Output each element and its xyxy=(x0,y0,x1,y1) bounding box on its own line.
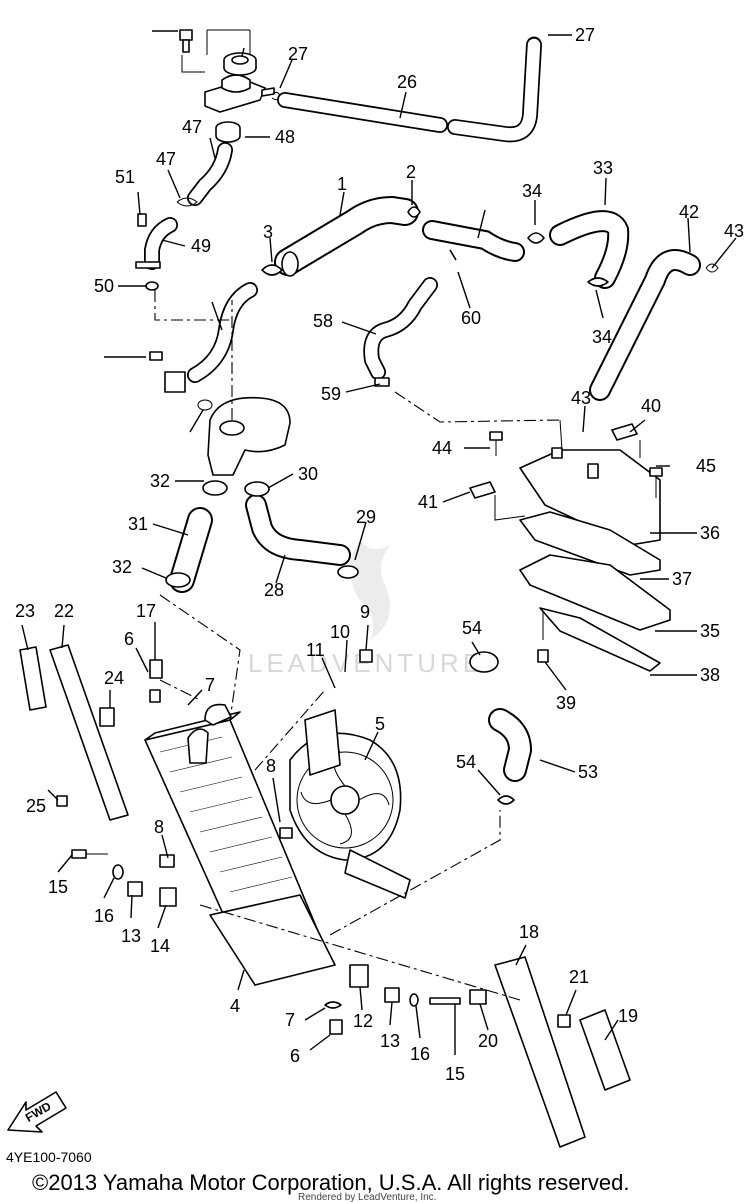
callout-52-top: 54 xyxy=(462,618,482,638)
callout-16-left: 16 xyxy=(94,906,114,926)
callout-11: 11 xyxy=(306,640,325,660)
callout-30: 30 xyxy=(298,464,318,484)
callout-54-top: 60 xyxy=(461,308,481,328)
callout-37: 37 xyxy=(672,569,692,589)
fwd-arrow: FWD xyxy=(7,1091,67,1133)
callout-40: 41 xyxy=(418,492,438,512)
leader-lines xyxy=(21,30,737,1055)
hose-56 xyxy=(422,220,545,262)
callout-54-bottom: 59 xyxy=(321,384,341,404)
callout-15-left: 15 xyxy=(48,877,68,897)
callout-18: 18 xyxy=(519,922,539,942)
callout-21: 21 xyxy=(569,967,589,987)
callout-14: 14 xyxy=(150,936,170,956)
callout-39: 40 xyxy=(641,396,661,416)
callout-26: 26 xyxy=(397,72,417,92)
callout-44: 44 xyxy=(432,438,452,458)
callout-33: 33 xyxy=(593,158,613,178)
callout-12: 12 xyxy=(353,1011,373,1031)
hose-1 xyxy=(261,195,421,277)
callout-35: 35 xyxy=(700,621,720,641)
callout-8-left: 8 xyxy=(154,817,164,837)
callout-7-bottom: 7 xyxy=(285,1010,295,1030)
callout-13-left: 13 xyxy=(121,926,141,946)
callout-50: 51 xyxy=(115,167,135,187)
callout-5: 5 xyxy=(375,714,385,734)
callout-3: 3 xyxy=(263,222,273,242)
callout-24: 24 xyxy=(104,668,124,688)
rendered-by: Rendered by LeadVenture, Inc. xyxy=(298,1192,436,1202)
callout-17: 17 xyxy=(136,601,156,621)
radiator-4 xyxy=(144,703,336,986)
hose-31 xyxy=(165,480,228,593)
callout-46: 47 xyxy=(182,117,202,137)
callout-42: 42 xyxy=(679,202,699,222)
callout-28: 28 xyxy=(264,580,284,600)
callout-13-right: 13 xyxy=(380,1031,400,1051)
copyright: ©2013 Yamaha Motor Corporation, U.S.A. A… xyxy=(32,1170,629,1195)
callout-22: 22 xyxy=(54,601,74,621)
callout-23: 23 xyxy=(15,601,35,621)
hose-59 xyxy=(149,282,258,393)
filler-neck-assembly xyxy=(179,29,281,113)
callout-6-top: 6 xyxy=(124,629,134,649)
callout-31: 31 xyxy=(128,514,148,534)
hose-53 xyxy=(363,277,561,423)
hose-46 xyxy=(176,121,241,207)
callout-53: 58 xyxy=(313,311,333,331)
callout-34-bottom: 34 xyxy=(592,327,612,347)
callout-45: 45 xyxy=(696,456,716,476)
thermostat-housing xyxy=(154,290,291,476)
callout-15-right: 15 xyxy=(445,1064,465,1084)
callout-32-top: 32 xyxy=(150,471,170,491)
callout-9: 9 xyxy=(360,602,370,622)
callout-38: 39 xyxy=(556,693,576,713)
callout-43-right: 43 xyxy=(724,221,744,241)
callout-6-bottom: 6 xyxy=(290,1046,300,1066)
callout-10: 10 xyxy=(330,622,350,642)
callout-52-bottom: 54 xyxy=(456,752,476,772)
diagram-code: 4YE100-7060 xyxy=(6,1149,92,1165)
callout-8-right: 8 xyxy=(266,756,276,776)
hose-33 xyxy=(549,210,630,289)
pipe-cover-36 xyxy=(469,419,671,672)
hose-42 xyxy=(589,249,719,401)
callout-34-top: 34 xyxy=(522,181,542,201)
callout-20: 20 xyxy=(478,1031,498,1051)
right-bracket-18 xyxy=(469,956,631,1148)
callout-27-left: 27 xyxy=(288,44,308,64)
elbow-48 xyxy=(135,213,178,291)
callout-1: 1 xyxy=(337,174,347,194)
hose-28 xyxy=(244,481,359,579)
callout-7-top: 7 xyxy=(205,675,215,695)
callout-29: 29 xyxy=(356,507,376,527)
lower-hardware xyxy=(56,649,461,1035)
callout-16-right: 16 xyxy=(410,1044,430,1064)
callout-labels: 27 27 26 47 48 47 51 49 50 32 30 31 32 2… xyxy=(15,25,744,1084)
callout-51: 53 xyxy=(578,762,598,782)
callout-4: 4 xyxy=(230,996,240,1016)
callout-48: 49 xyxy=(191,236,211,256)
callout-19: 19 xyxy=(618,1006,638,1026)
callout-43-left: 43 xyxy=(571,388,591,408)
overflow-hose-26 xyxy=(277,36,542,143)
callout-47-right: 48 xyxy=(275,127,295,147)
callout-2: 2 xyxy=(406,162,416,182)
callout-25: 25 xyxy=(26,796,46,816)
callout-32-bottom: 32 xyxy=(112,557,132,577)
callout-47-left: 47 xyxy=(156,149,176,169)
callout-41: 38 xyxy=(700,665,720,685)
callout-36: 36 xyxy=(700,523,720,543)
callout-27-right: 27 xyxy=(575,25,595,45)
hose-51 xyxy=(469,651,533,805)
fan-5 xyxy=(289,709,411,899)
routing-lines xyxy=(159,594,521,1001)
callout-49: 50 xyxy=(94,276,114,296)
